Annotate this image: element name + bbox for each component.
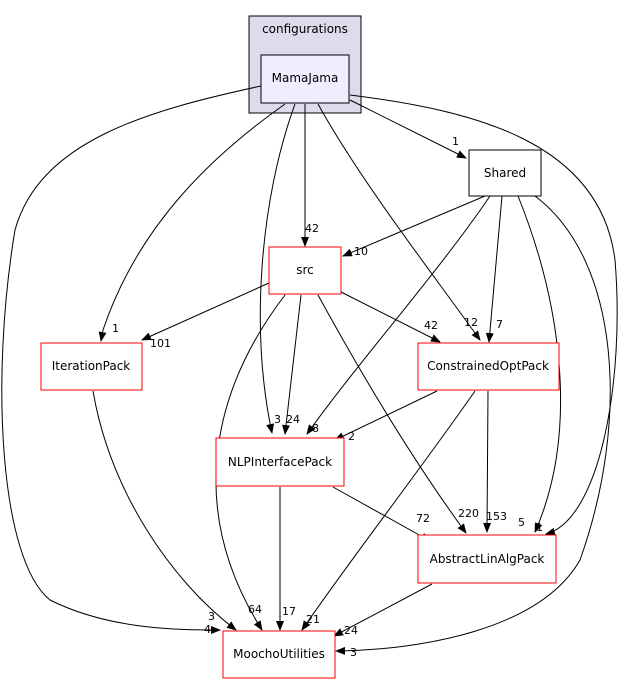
edge-label-mj-cop[interactable]: 12 — [464, 316, 478, 329]
edge-label-src-alap[interactable]: 220 — [458, 507, 479, 520]
edge-iterationpack-moochoutilities — [92, 390, 237, 631]
edge-src-abstractlinalgpack — [317, 294, 467, 534]
node-nlpinterfacepack[interactable]: NLPInterfacePack — [215, 437, 345, 487]
edge-shared-nlpinterfacepack — [306, 195, 491, 435]
edge-label-shared-nlp[interactable]: 8 — [312, 422, 319, 435]
edge-label-shared-cop[interactable]: 7 — [496, 318, 503, 331]
edge-label-iter-mu[interactable]: 3 — [208, 610, 215, 623]
node-label: NLPInterfacePack — [228, 455, 332, 469]
edge-label-shared-src[interactable]: 10 — [354, 245, 368, 258]
edge-label-alap-mu[interactable]: 24 — [344, 624, 358, 637]
edge-constrainedoptpack-moochoutilities — [301, 390, 476, 631]
edge-label-mj-alap[interactable]: 1 — [536, 521, 543, 534]
node-constrainedoptpack[interactable]: ConstrainedOptPack — [417, 342, 560, 391]
edge-mamajama-iterationpack — [98, 103, 286, 342]
edge-shared-moochoutilities — [335, 195, 611, 655]
edge-mamajama-abstractlinalgpack — [349, 94, 618, 536]
node-label: AbstractLinAlgPack — [430, 552, 545, 566]
node-abstractlinalgpack[interactable]: AbstractLinAlgPack — [417, 534, 557, 584]
edge-label-src-cop[interactable]: 42 — [424, 319, 438, 332]
edge-label-cop-mu[interactable]: 21 — [306, 613, 320, 626]
edge-label-mj-shared[interactable]: 1 — [452, 135, 459, 148]
node-label: ConstrainedOptPack — [427, 359, 549, 373]
edge-shared-constrainedoptpack — [485, 195, 503, 343]
node-label: MamaJama — [272, 71, 339, 85]
node-moochoutilities[interactable]: MoochoUtilities — [222, 630, 336, 679]
edge-label-src-mu[interactable]: 64 — [248, 603, 262, 616]
node-iterationpack[interactable]: IterationPack — [40, 342, 143, 391]
edge-label-shared-mu[interactable]: 3 — [350, 646, 357, 659]
edge-nlpinterfacepack-abstractlinalgpack — [332, 486, 431, 542]
node-label: Shared — [484, 166, 526, 180]
edge-constrainedoptpack-abstractlinalgpack — [483, 390, 492, 533]
edge-label-src-nlp[interactable]: 24 — [286, 413, 300, 426]
edge-label-cop-nlp[interactable]: 2 — [348, 430, 355, 443]
node-mamajama[interactable]: MamaJama — [260, 54, 350, 104]
edge-mamajama-constrainedoptpack — [317, 103, 481, 341]
edge-constrainedoptpack-nlpinterfacepack — [334, 390, 438, 441]
edge-label-cop-alap[interactable]: 153 — [486, 510, 507, 523]
edge-label-nlp-alap[interactable]: 72 — [416, 512, 430, 525]
edge-label-mj-nlp[interactable]: 3 — [274, 413, 281, 426]
edge-label-mj-iter[interactable]: 1 — [112, 322, 119, 335]
node-src[interactable]: src — [268, 246, 342, 295]
edge-label-src-iter[interactable]: 101 — [150, 337, 171, 350]
node-shared[interactable]: Shared — [468, 149, 542, 197]
edge-src-iterationpack — [141, 282, 270, 341]
node-label: MoochoUtilities — [233, 647, 325, 661]
node-label: IterationPack — [52, 359, 131, 373]
edge-src-nlpinterfacepack — [282, 294, 302, 435]
edge-mamajama-moochoutilities — [1, 85, 262, 634]
edge-mamajama-shared — [349, 99, 467, 159]
edge-src-constrainedoptpack — [340, 291, 441, 343]
edge-label-mj-src[interactable]: 42 — [305, 222, 319, 235]
edge-abstractlinalgpack-moochoutilities — [333, 583, 433, 637]
edge-shared-src — [342, 195, 486, 257]
node-label: src — [296, 263, 314, 277]
cluster-label: configurations — [262, 22, 348, 36]
edge-mamajama-nlpinterfacepack — [259, 103, 296, 434]
edge-label-mj-mu[interactable]: 4 — [204, 623, 211, 636]
edge-label-nlp-mu[interactable]: 17 — [282, 605, 296, 618]
edge-label-shared-alap[interactable]: 5 — [518, 516, 525, 529]
